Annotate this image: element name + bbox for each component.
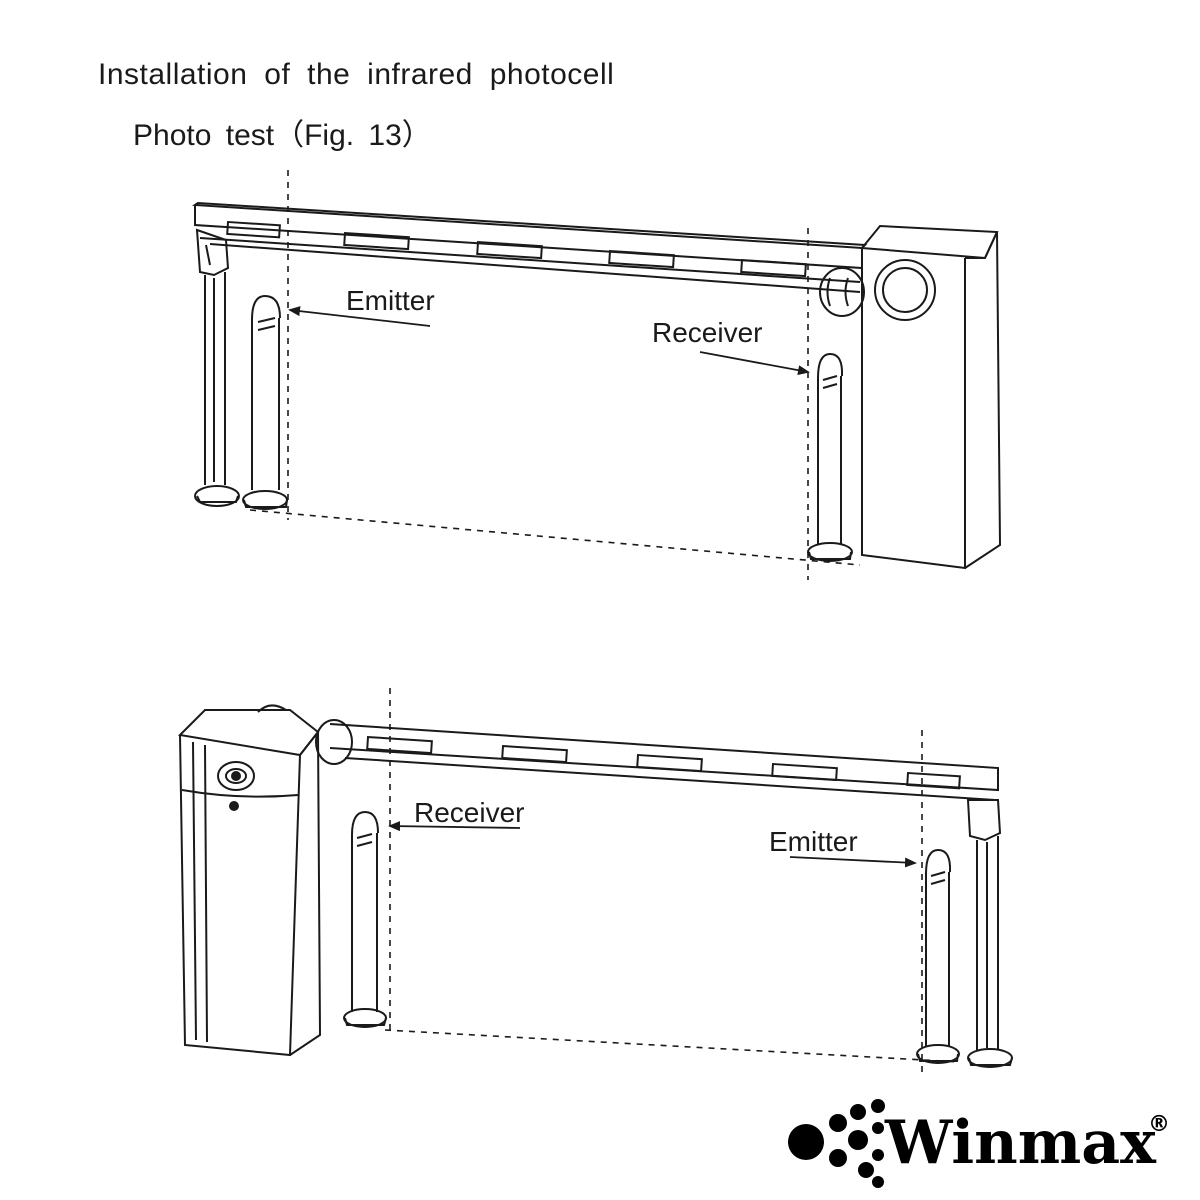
top-receiver-arrow [699, 351, 810, 376]
bottom-boom-arm [329, 723, 999, 801]
top-emitter-arrow [288, 306, 431, 327]
top-barrier-cabinet [819, 224, 1002, 570]
top-emitter-label: Emitter [346, 285, 435, 316]
bottom-emitter-label: Emitter [769, 826, 858, 857]
bottom-dashed-guides [384, 688, 961, 1075]
page-title: Installation of the infrared photocell [98, 58, 615, 91]
top-dashed-guides [249, 170, 861, 580]
top-receiver-label: Receiver [652, 317, 762, 348]
top-photocell-post-right [807, 352, 853, 562]
winmax-logo-icon [788, 1099, 885, 1188]
page-subtitle: Photo test（Fig. 13） [133, 119, 432, 152]
bottom-arm-rest-post [966, 799, 1013, 1068]
brand-registered-mark: ® [1148, 1112, 1170, 1137]
top-figure [191, 170, 1002, 580]
bottom-barrier-cabinet [177, 704, 353, 1057]
top-photocell-post-left [242, 294, 288, 510]
bottom-photocell-post-right [916, 848, 960, 1064]
bottom-figure [177, 688, 1013, 1075]
bottom-photocell-post-left [343, 810, 387, 1028]
bottom-receiver-arrow [388, 821, 521, 832]
brand-name: Winmax [885, 1108, 1156, 1178]
top-boom-arm [191, 201, 868, 293]
bottom-receiver-label: Receiver [414, 797, 524, 828]
bottom-emitter-arrow [789, 856, 917, 868]
top-arm-rest-post [194, 228, 240, 507]
